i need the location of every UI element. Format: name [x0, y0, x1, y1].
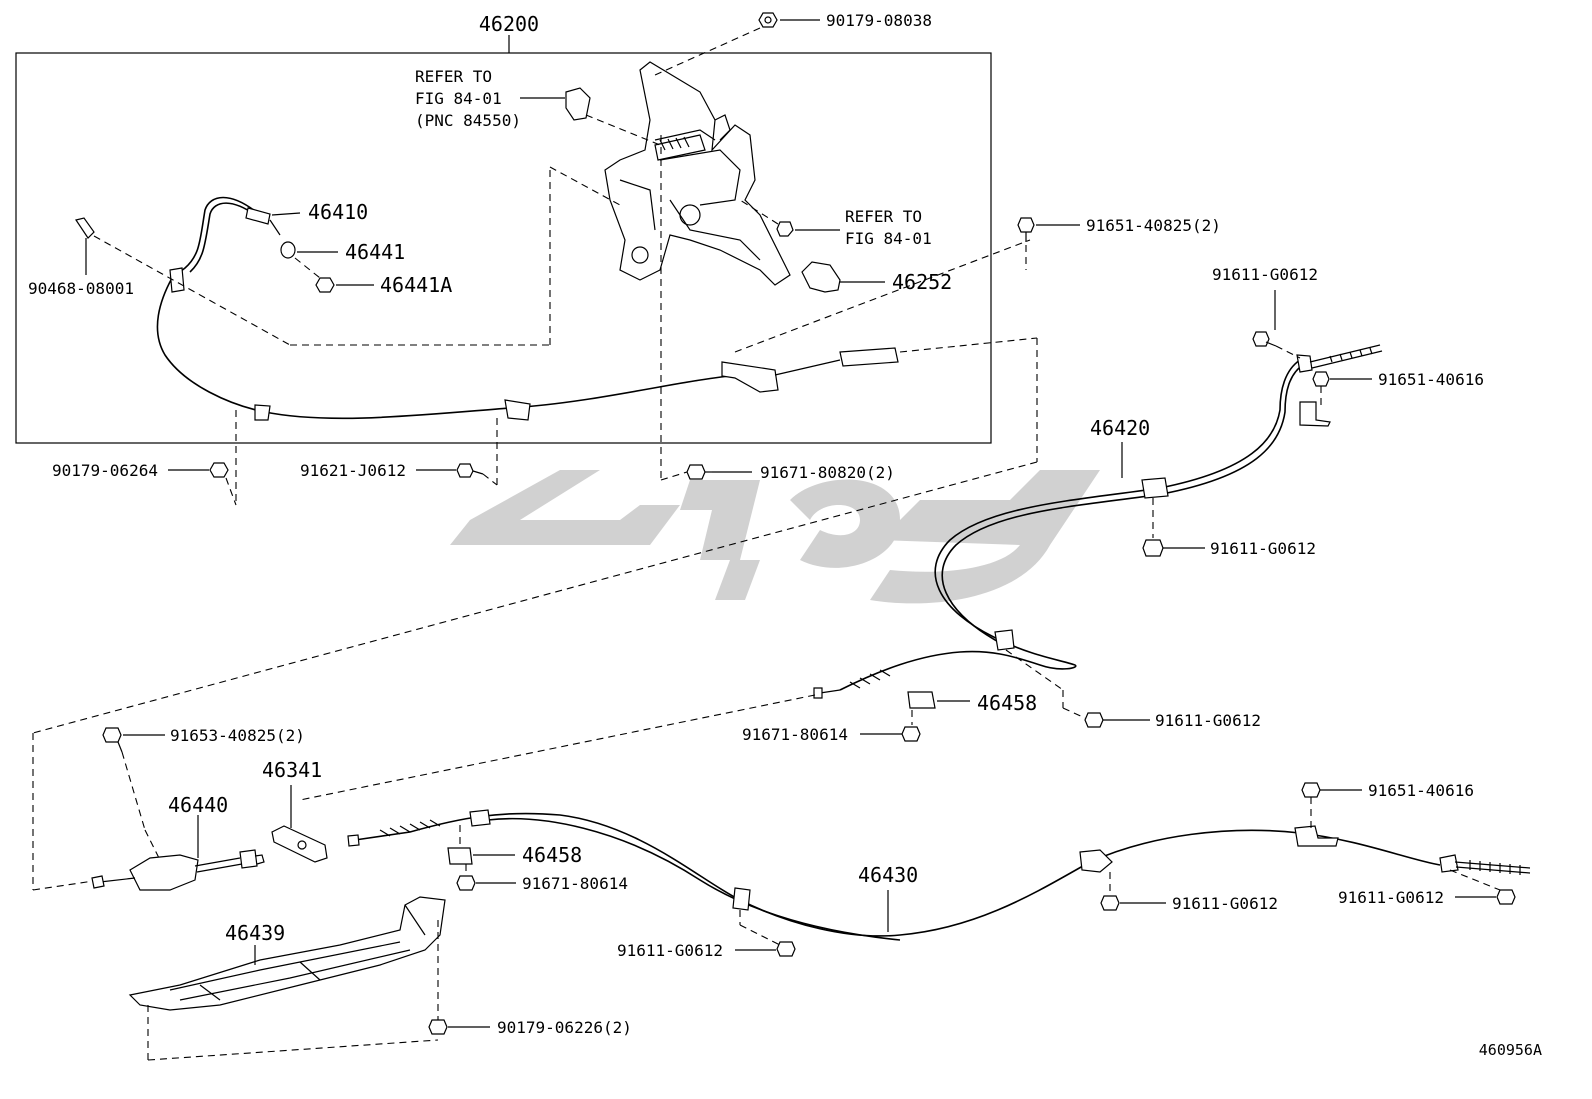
- bolt-refer-fig: [739, 199, 840, 237]
- bolt-91611-g0612-d: [735, 910, 796, 957]
- label-91611-g0612-c: 91611-G0612: [1155, 711, 1261, 730]
- label-46430: 46430: [858, 863, 918, 887]
- bolt-91611-g0612-c: [1005, 649, 1150, 728]
- part-46441A: [294, 257, 374, 293]
- assembly-box-46200: [15, 52, 992, 444]
- label-91621-j0612: 91621-J0612: [300, 461, 406, 480]
- watermark-logo: [450, 470, 1100, 604]
- part-46252: [801, 261, 885, 293]
- part-46440: [91, 815, 265, 891]
- bolt-91611-g0612-b: [1142, 498, 1205, 557]
- label-46410: 46410: [308, 200, 368, 224]
- label-91611-g0612-e: 91611-G0612: [1172, 894, 1278, 913]
- label-46441: 46441: [345, 240, 405, 264]
- label-91651-40825: 91651-40825(2): [1086, 216, 1221, 235]
- label-46200: 46200: [479, 12, 539, 36]
- leader-dash-a: [899, 337, 1038, 353]
- label-46440: 46440: [168, 793, 228, 817]
- bolt-91621-j0612: [416, 418, 498, 486]
- refer-note-line2: FIG 84-01: [415, 89, 502, 108]
- bolt-91653-40825: [102, 727, 165, 861]
- figure-code: 460956A: [1479, 1041, 1542, 1059]
- label-91653-40825: 91653-40825(2): [170, 726, 305, 745]
- label-90179-06264: 90179-06264: [52, 461, 158, 480]
- label-46341: 46341: [262, 758, 322, 782]
- nut-90179-08038: [654, 12, 820, 76]
- label-46458-a: 46458: [977, 691, 1037, 715]
- label-91611-g0612-b: 91611-G0612: [1210, 539, 1316, 558]
- switch-part: [520, 87, 661, 146]
- parking-brake-pedal-assembly: [604, 61, 791, 286]
- part-46458-a: [907, 691, 970, 709]
- refer-note-line1: REFER TO: [415, 67, 492, 86]
- rear-cable-46430: [347, 809, 1531, 941]
- bolt-91651-40616-b: [1301, 782, 1362, 828]
- label-90179-06226: 90179-06226(2): [497, 1018, 632, 1037]
- part-46341: [271, 785, 328, 863]
- label-90179-08038: 90179-08038: [826, 11, 932, 30]
- refer-note-2-line1: REFER TO: [845, 207, 922, 226]
- label-46441A: 46441A: [380, 273, 452, 297]
- bolt-91651-40825: [1017, 217, 1080, 270]
- clip-90468-08001: [75, 166, 621, 346]
- nut-90179-06264: [168, 410, 237, 506]
- label-91671-80820: 91671-80820(2): [760, 463, 895, 482]
- label-46458-b: 46458: [522, 843, 582, 867]
- label-91611-g0612-f: 91611-G0612: [1338, 888, 1444, 907]
- refer-note-line3: (PNC 84550): [415, 111, 521, 130]
- bolt-91611-g0612-f: [1449, 869, 1516, 905]
- label-90468-08001: 90468-08001: [28, 279, 134, 298]
- front-cable-46410: [156, 196, 1031, 421]
- part-46458-b: [447, 825, 515, 865]
- label-46420: 46420: [1090, 416, 1150, 440]
- label-46252: 46252: [892, 270, 952, 294]
- bolt-91651-40616-a: [1312, 371, 1372, 410]
- rear-cable-46420: [299, 344, 1383, 801]
- label-91651-40616-b: 91651-40616: [1368, 781, 1474, 800]
- part-46439: [128, 896, 446, 1011]
- bolt-91611-g0612-a: [1252, 290, 1301, 359]
- bolt-91671-80820: [660, 135, 752, 481]
- label-91611-g0612-d: 91611-G0612: [617, 941, 723, 960]
- label-91611-g0612-a: 91611-G0612: [1212, 265, 1318, 284]
- label-91651-40616-a: 91651-40616: [1378, 370, 1484, 389]
- bolt-91671-80614-b: [456, 864, 516, 891]
- label-91671-80614-b: 91671-80614: [522, 874, 628, 893]
- bolt-91671-80614-a: [860, 710, 921, 742]
- part-46441: [280, 241, 338, 259]
- leader-dash-e: [32, 879, 101, 891]
- leader-dash-c: [32, 461, 1038, 734]
- bolt-91611-g0612-e: [1100, 872, 1166, 911]
- label-46439: 46439: [225, 921, 285, 945]
- nut-90179-06226: [147, 920, 490, 1061]
- refer-note-2-line2: FIG 84-01: [845, 229, 932, 248]
- label-91671-80614-a: 91671-80614: [742, 725, 848, 744]
